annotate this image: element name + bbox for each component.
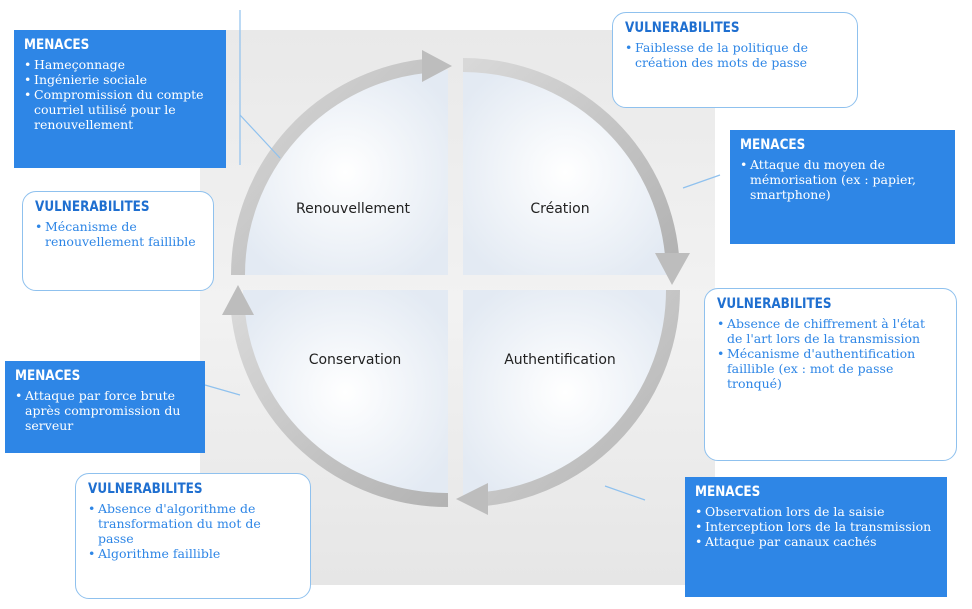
box-title: MENACES bbox=[695, 484, 761, 500]
connector-menaces-authentification bbox=[604, 485, 646, 501]
quadrant-conservation bbox=[243, 290, 448, 495]
menaces-conservation-box: MENACES Attaque par force brute après co… bbox=[5, 361, 205, 453]
list-item: Hameçonnage bbox=[24, 57, 216, 72]
list-item: Absence d'algorithme de transformation d… bbox=[88, 501, 298, 546]
vulnerabilites-authentification-box: VULNERABILITES Absence de chiffrement à … bbox=[704, 288, 957, 461]
connector-menaces-conservation bbox=[204, 384, 241, 396]
list-item: Algorithme faillible bbox=[88, 546, 298, 561]
arrowhead-bottom bbox=[456, 483, 488, 515]
box-title: VULNERABILITES bbox=[717, 296, 832, 312]
box-title: MENACES bbox=[740, 137, 806, 153]
list-item: Ingénierie sociale bbox=[24, 72, 216, 87]
menaces-creation-box: MENACES Attaque du moyen de mémorisation… bbox=[730, 130, 955, 244]
vulnerabilites-renouvellement-box: VULNERABILITES Mécanisme de renouvelleme… bbox=[22, 191, 214, 291]
arrow-conservation-to-renouvellement bbox=[231, 311, 449, 508]
menaces-authentification-box: MENACES Observation lors de la saisie In… bbox=[685, 477, 947, 597]
arrowhead-top bbox=[422, 50, 452, 82]
box-title: MENACES bbox=[15, 368, 81, 384]
list-item: Attaque du moyen de mémorisation (ex : p… bbox=[740, 157, 945, 202]
connector-menaces-renouvellement-diag bbox=[239, 114, 281, 159]
arrow-renouvellement-to-creation bbox=[230, 59, 426, 276]
list-item: Interception lors de la transmission bbox=[695, 519, 937, 534]
menaces-renouvellement-box: MENACES Hameçonnage Ingénierie sociale C… bbox=[14, 30, 226, 168]
arrow-creation-to-authentification bbox=[462, 58, 679, 256]
box-title: VULNERABILITES bbox=[625, 20, 740, 36]
vulnerabilites-conservation-box: VULNERABILITES Absence d'algorithme de t… bbox=[75, 473, 311, 599]
box-title: MENACES bbox=[24, 37, 90, 53]
quadrant-creation bbox=[463, 70, 668, 275]
connector-menaces-creation bbox=[682, 174, 721, 189]
list-item: Mécanisme de renouvellement faillible bbox=[35, 219, 201, 249]
label-renouvellement: Renouvellement bbox=[296, 201, 410, 217]
arrowhead-right bbox=[655, 253, 690, 285]
arrowhead-left bbox=[222, 285, 254, 315]
list-item: Attaque par force brute après compromiss… bbox=[15, 388, 195, 433]
arrow-authentification-to-conservation bbox=[484, 289, 681, 506]
quadrant-authentification bbox=[463, 290, 668, 495]
list-item: Observation lors de la saisie bbox=[695, 504, 937, 519]
box-title: VULNERABILITES bbox=[35, 199, 150, 215]
label-conservation: Conservation bbox=[308, 352, 402, 368]
list-item: Compromission du compte courriel utilisé… bbox=[24, 87, 216, 132]
label-creation: Création bbox=[530, 201, 590, 217]
quadrant-renouvellement bbox=[243, 70, 448, 275]
vulnerabilites-creation-box: VULNERABILITES Faiblesse de la politique… bbox=[612, 12, 858, 108]
list-item: Mécanisme d'authentification faillible (… bbox=[717, 346, 944, 391]
box-title: VULNERABILITES bbox=[88, 481, 203, 497]
list-item: Attaque par canaux cachés bbox=[695, 534, 937, 549]
list-item: Absence de chiffrement à l'état de l'art… bbox=[717, 316, 944, 346]
label-authentification: Authentification bbox=[504, 352, 616, 368]
list-item: Faiblesse de la politique de création de… bbox=[625, 40, 845, 70]
